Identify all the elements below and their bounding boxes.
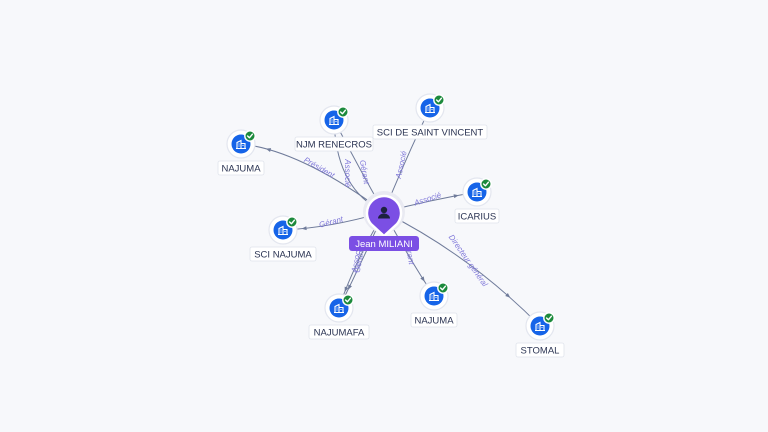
person-icon (378, 206, 390, 219)
edge-arrow (505, 292, 511, 298)
node-label: NAJUMAFA (314, 328, 365, 339)
verified-check-icon (437, 282, 449, 294)
building-icon (425, 103, 435, 114)
company-node-najuma-top-left[interactable]: NAJUMA (217, 129, 265, 176)
center-label-bg (349, 236, 419, 251)
edge-arrow (265, 148, 272, 152)
node-label-bg (294, 136, 374, 152)
building-icon (429, 291, 439, 302)
node-label: NAJUMA (414, 316, 454, 327)
edge-label: Président (302, 155, 336, 180)
edge-arrow (453, 194, 459, 199)
building-icon (236, 139, 246, 150)
node-label: STOMAL (521, 346, 560, 357)
node-label: ICARIUS (458, 212, 497, 223)
company-node-sci-najuma[interactable]: SCI NAJUMA (249, 215, 317, 262)
center-node[interactable]: Jean MILIANI (349, 191, 419, 251)
edge-stomal: Directeur général (383, 211, 541, 327)
node-label-bg (372, 124, 488, 140)
node-label-bg (515, 342, 565, 358)
edge-label: Associé (343, 158, 352, 188)
company-node-icarius[interactable]: ICARIUS (454, 177, 500, 224)
verified-check-icon (337, 106, 349, 118)
edge-label: Associé (412, 190, 443, 208)
building-icon (278, 225, 288, 236)
building-icon (329, 115, 339, 126)
edge-label: Associé (394, 150, 409, 181)
verified-check-icon (543, 312, 555, 324)
company-node-stomal[interactable]: STOMAL (515, 311, 565, 358)
node-label-bg (410, 312, 458, 328)
node-label: SCI DE SAINT VINCENT (377, 128, 484, 139)
node-label: SCI NAJUMA (254, 250, 312, 261)
node-label: NAJUMA (221, 164, 261, 175)
node-label-bg (249, 246, 317, 262)
edge-label: Gérant (318, 214, 345, 229)
building-icon (334, 303, 344, 314)
company-node-najumafa[interactable]: NAJUMAFA (308, 293, 370, 340)
building-icon (472, 187, 482, 198)
company-node-njm-renecros[interactable]: NJM RENECROS (294, 105, 374, 152)
edge-arrow (301, 226, 307, 231)
node-label-bg (308, 324, 370, 340)
building-icon (535, 321, 545, 332)
verified-check-icon (433, 94, 445, 106)
edge-label: Gérant (358, 159, 371, 185)
company-node-sci-de-saint-vincent[interactable]: SCI DE SAINT VINCENT (372, 93, 488, 140)
edge-label: Gérant (353, 247, 366, 273)
center-label: Jean MILIANI (355, 239, 413, 250)
verified-check-icon (480, 178, 492, 190)
company-node-najuma-bottom[interactable]: NAJUMA (410, 281, 458, 328)
node-label-bg (217, 160, 265, 176)
edge-arrow (344, 286, 349, 292)
verified-check-icon (286, 216, 298, 228)
edge-label: Directeur général (447, 233, 490, 289)
nodes-layer: NAJUMA NJM RENECROS SCI DE SAINT VINCENT IC… (217, 93, 565, 358)
verified-check-icon (244, 130, 256, 142)
node-label-bg (454, 208, 500, 224)
edge-arrow (420, 276, 425, 282)
edge-line (383, 211, 541, 327)
node-label: NJM RENECROS (296, 140, 372, 151)
edge-arrow (347, 284, 352, 290)
verified-check-icon (342, 294, 354, 306)
